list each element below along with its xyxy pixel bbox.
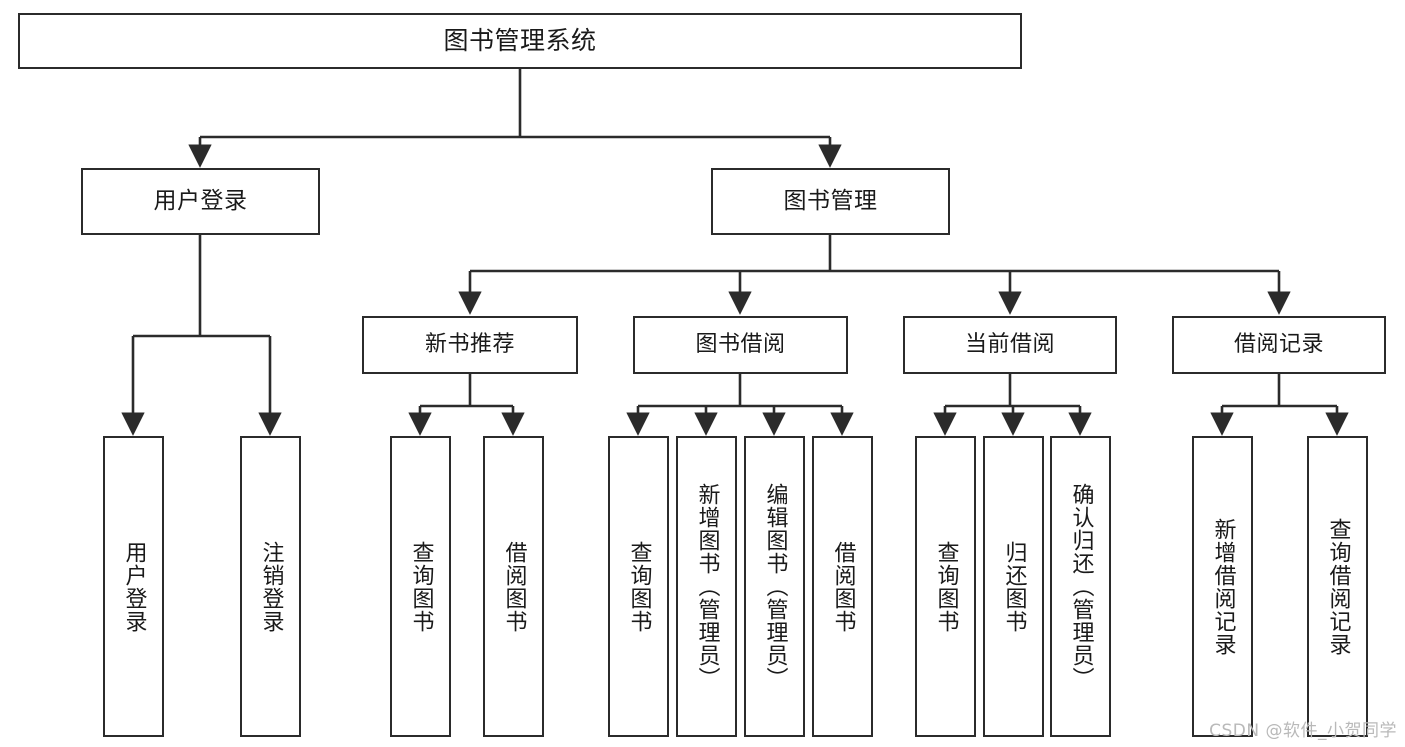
leaf-records-add-record[interactable]: 新增借阅记录 bbox=[1192, 436, 1253, 737]
node-book-borrow[interactable]: 图书借阅 bbox=[633, 316, 848, 374]
leaf-user-login-signin[interactable]: 用户登录 bbox=[103, 436, 164, 737]
leaf-new-books-borrow[interactable]: 借阅图书 bbox=[483, 436, 544, 737]
leaf-current-confirm-return[interactable]: 确认归还（管理员） bbox=[1050, 436, 1111, 737]
node-borrow-records-label: 借阅记录 bbox=[1233, 332, 1324, 358]
leaf-user-login-signout[interactable]: 注销登录 bbox=[240, 436, 301, 737]
node-borrow-records[interactable]: 借阅记录 bbox=[1172, 316, 1386, 374]
node-root-system-label: 图书管理系统 bbox=[443, 25, 597, 55]
leaf-new-books-borrow-label: 借阅图书 bbox=[501, 540, 527, 633]
node-book-management-label: 图书管理 bbox=[783, 188, 878, 215]
leaf-new-books-query-label: 查询图书 bbox=[408, 540, 434, 633]
node-root-system[interactable]: 图书管理系统 bbox=[18, 13, 1022, 69]
node-book-borrow-label: 图书借阅 bbox=[695, 332, 786, 358]
leaf-current-query-book-label: 查询图书 bbox=[933, 540, 959, 633]
leaf-records-query-record[interactable]: 查询借阅记录 bbox=[1307, 436, 1368, 737]
leaf-borrow-borrow-book-label: 借阅图书 bbox=[830, 540, 856, 633]
leaf-records-query-record-label: 查询借阅记录 bbox=[1325, 517, 1351, 656]
leaf-current-return-book-label: 归还图书 bbox=[1001, 540, 1027, 633]
leaf-current-query-book[interactable]: 查询图书 bbox=[915, 436, 976, 737]
leaf-borrow-borrow-book[interactable]: 借阅图书 bbox=[812, 436, 873, 737]
leaf-borrow-add-book-label: 新增图书（管理员） bbox=[694, 483, 720, 690]
leaf-current-return-book[interactable]: 归还图书 bbox=[983, 436, 1044, 737]
node-current-borrow-label: 当前借阅 bbox=[964, 332, 1055, 358]
leaf-borrow-query-book[interactable]: 查询图书 bbox=[608, 436, 669, 737]
leaf-new-books-query[interactable]: 查询图书 bbox=[390, 436, 451, 737]
leaf-user-login-signin-label: 用户登录 bbox=[121, 540, 147, 633]
leaf-borrow-add-book[interactable]: 新增图书（管理员） bbox=[676, 436, 737, 737]
node-new-book-recommend-label: 新书推荐 bbox=[424, 332, 515, 358]
leaf-records-add-record-label: 新增借阅记录 bbox=[1210, 517, 1236, 656]
leaf-borrow-edit-book-label: 编辑图书（管理员） bbox=[762, 483, 788, 690]
leaf-user-login-signout-label: 注销登录 bbox=[258, 540, 284, 633]
leaf-borrow-query-book-label: 查询图书 bbox=[626, 540, 652, 633]
node-user-login[interactable]: 用户登录 bbox=[81, 168, 320, 235]
node-book-management[interactable]: 图书管理 bbox=[711, 168, 950, 235]
node-current-borrow[interactable]: 当前借阅 bbox=[903, 316, 1117, 374]
node-user-login-label: 用户登录 bbox=[153, 188, 248, 215]
node-new-book-recommend[interactable]: 新书推荐 bbox=[362, 316, 578, 374]
leaf-current-confirm-return-label: 确认归还（管理员） bbox=[1068, 483, 1094, 690]
leaf-borrow-edit-book[interactable]: 编辑图书（管理员） bbox=[744, 436, 805, 737]
